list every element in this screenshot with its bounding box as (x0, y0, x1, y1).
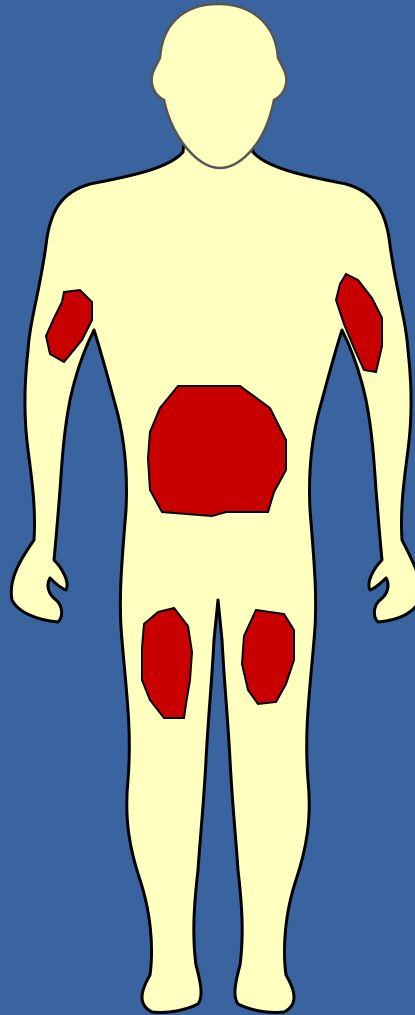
injection-site-abdomen (148, 386, 286, 516)
